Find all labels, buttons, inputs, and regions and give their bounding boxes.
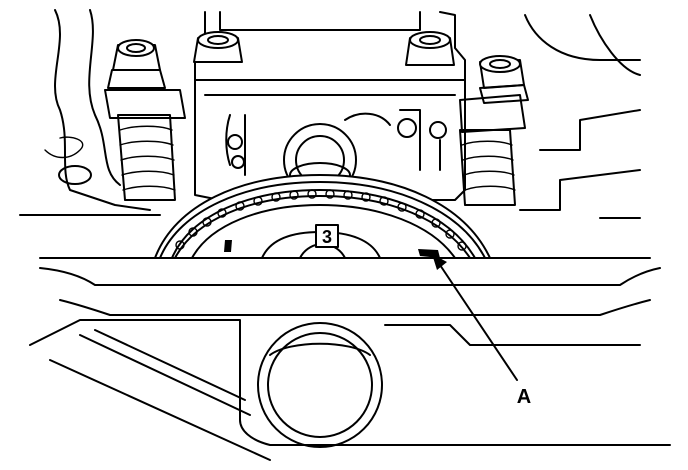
cylinder-head-outline [19,9,641,219]
sprocket-mark: 3 [315,224,339,248]
callout-a: A [432,254,531,408]
timing-cover-lower [29,319,671,461]
rocker-bolt-center-left [193,31,243,63]
sprocket-mark-number: 3 [322,227,332,247]
rocker-bolt-right [479,55,529,104]
right-valve-spring [459,94,526,206]
callout-a-label: A [517,386,531,408]
left-valve-spring [104,89,186,201]
rocker-bolt-left [107,39,166,89]
cylinder-block-surface [39,257,661,316]
camshaft-holder [194,11,466,201]
rocker-bolt-center-right [405,31,455,66]
timing-chain [159,181,486,259]
